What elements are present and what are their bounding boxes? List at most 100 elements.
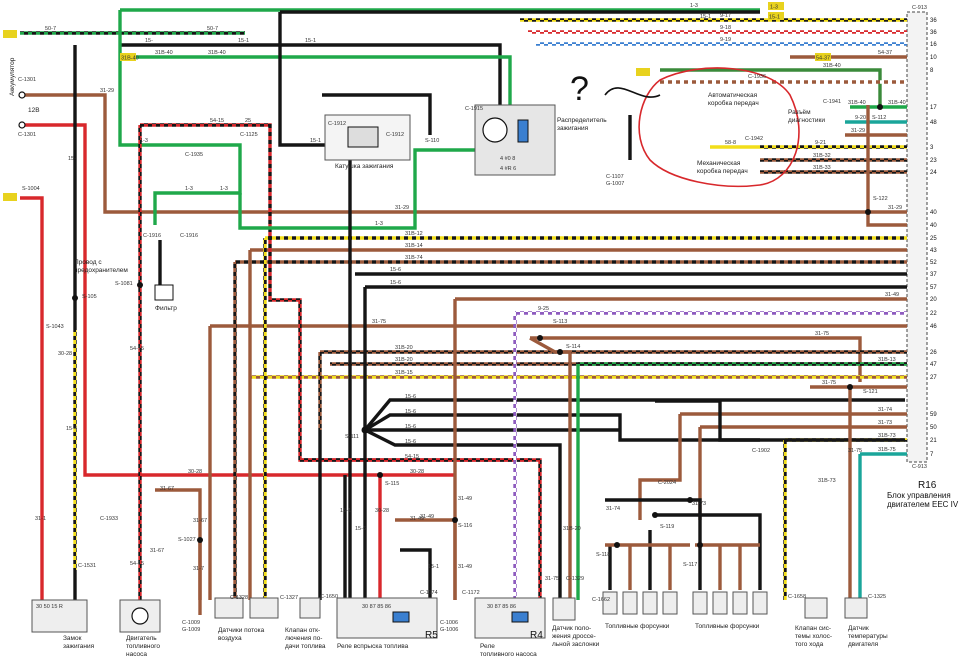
wire-label: 31B-13	[878, 357, 896, 363]
ecu-pin-number: 40	[930, 210, 937, 216]
wire-label: 54-15	[405, 454, 419, 460]
ecu-connector-bottom-label: C-913	[912, 464, 927, 470]
wire-15-6-fan1	[363, 398, 905, 432]
wire-label: 15-6	[405, 394, 416, 400]
wire-label: 15-	[145, 38, 153, 44]
wire-label: 9-19	[720, 37, 731, 43]
wire-label: 31B-73	[818, 478, 836, 484]
badge-15-1-label: 15-1	[769, 15, 780, 21]
battery-label-2: 12В	[28, 107, 40, 114]
wire-label: 9-20	[855, 115, 866, 121]
battery-s1004: S-1004	[22, 186, 40, 192]
r4-relay-pins: 30 87 85 86	[487, 604, 516, 610]
wire-label: 31-67	[193, 518, 207, 524]
wire-label: S-122	[873, 196, 888, 202]
wire-label: S-116	[458, 523, 472, 529]
wire-label: 30-28	[410, 469, 424, 475]
wire-label: 31B-14	[405, 243, 423, 249]
splice-dot	[557, 349, 563, 355]
wire-label: 15-1	[310, 138, 321, 144]
battery-conn-a: C-1301	[18, 77, 36, 83]
wire-15-6-fan2	[364, 413, 905, 442]
distributor: C-1915 4 #0 8 4 #R 6 Распределитель зажи…	[465, 104, 624, 187]
wire-label: S-112	[872, 115, 886, 121]
ecu-pin-number: 16	[930, 42, 937, 48]
wire-label: 31B-20	[395, 357, 413, 363]
wire-31-74-inj	[638, 414, 682, 520]
wire-label: 15-	[68, 156, 76, 162]
conn-1658: C-1658	[788, 594, 806, 600]
wire-label: S-1027	[178, 537, 196, 543]
wire-label: 31B-73	[878, 433, 896, 439]
wire-label: 54-37	[878, 50, 892, 56]
ecu-name-line2: двигателем EEC IV	[887, 500, 959, 509]
wire-label: S-1081	[115, 281, 133, 287]
wire-label: S-113	[553, 319, 567, 325]
r4-relay-label-2: топливного насоса	[480, 651, 537, 658]
badge-1-3-label: 1-3	[770, 5, 778, 11]
throttle-label-1: Датчик поло-	[552, 625, 591, 632]
wire-label: 15-1	[340, 508, 351, 514]
wire-label: 31-49	[458, 496, 472, 502]
wire-label: S-115	[385, 481, 399, 487]
coil-conn-b: C-1912	[386, 132, 404, 138]
diag-label-1: Разъём	[788, 109, 811, 116]
splice-dots	[72, 104, 883, 548]
wire-label: 31-75	[848, 448, 862, 454]
wire-label: 50-7	[207, 26, 218, 32]
injector	[622, 591, 638, 615]
splice-dot	[537, 335, 543, 341]
fuse-wire-label-1: Провод с	[74, 259, 102, 266]
wire-label: 31-67	[160, 486, 174, 492]
ecu-pin-number: 37	[930, 272, 937, 278]
auto-gearbox-label-2: коробка передач	[708, 99, 759, 107]
conn-1935: C-1935	[185, 152, 203, 158]
injector	[712, 591, 728, 615]
wire-green-1-3	[118, 10, 242, 225]
bottom-components: 30 50 15 R C-1531 Замок зажигания C-1933…	[31, 516, 888, 658]
ecu-pin-number: 52	[930, 260, 937, 266]
wire-label: S-118	[596, 552, 610, 558]
ecu-pin-number: 46	[930, 324, 937, 330]
wire-label: 1-3	[690, 3, 698, 9]
idle-valve-label-3: того хода	[795, 641, 824, 648]
wire-label: 15-1	[428, 564, 439, 570]
wire-label: 15-1	[700, 14, 711, 20]
ecu-block: 3636161081748323244040254352375720224626…	[887, 5, 959, 509]
splice-dot	[877, 104, 883, 110]
wire-label: 15-6	[405, 409, 416, 415]
distributor-pins-b: 4 #R 6	[500, 166, 516, 172]
ignition-coil-label: Катушка зажигания	[335, 163, 394, 170]
auto-gearbox-label-1: Автоматическая	[708, 92, 758, 99]
badge-15-1	[768, 12, 784, 20]
ecu-pin-number: 27	[930, 375, 937, 381]
ecu-pin-number: 20	[930, 297, 937, 303]
wire-31-29-main	[20, 93, 907, 214]
wire-31b40-left	[130, 55, 512, 105]
badge-31b40-label: 31B-40	[121, 56, 139, 62]
wire-label: S-117	[683, 562, 697, 568]
ecu-pin-number: 26	[930, 350, 937, 356]
r4-relay-label-1: Реле	[480, 643, 495, 650]
airflow-sensors-label-1: Датчики потока	[218, 627, 265, 634]
r5-relay-coil	[392, 611, 410, 623]
wire-layer	[20, 8, 907, 615]
wire-label: 15-6	[390, 280, 401, 286]
injectors-group-b: Топливные форсунки	[692, 591, 768, 630]
wire-label: 50-7	[45, 26, 56, 32]
wire-15-1-coil	[278, 12, 352, 600]
wire-label: 54-15	[210, 118, 224, 124]
conn-1942: C-1942	[745, 136, 763, 142]
wire-inj-bus-a	[605, 498, 702, 590]
question-mark: ?	[570, 70, 589, 108]
wire-54-16	[140, 123, 542, 600]
splice-dot	[361, 426, 369, 434]
wire-15-6-c1902	[655, 399, 760, 442]
airflow-sensor-b	[249, 597, 279, 619]
ground-1009: G-1009	[182, 627, 200, 633]
wire-label: 54-15	[130, 561, 144, 567]
splice-dot	[697, 542, 703, 548]
wire-label: 31B-15	[395, 370, 413, 376]
wire-1-3-green-b	[238, 148, 505, 230]
